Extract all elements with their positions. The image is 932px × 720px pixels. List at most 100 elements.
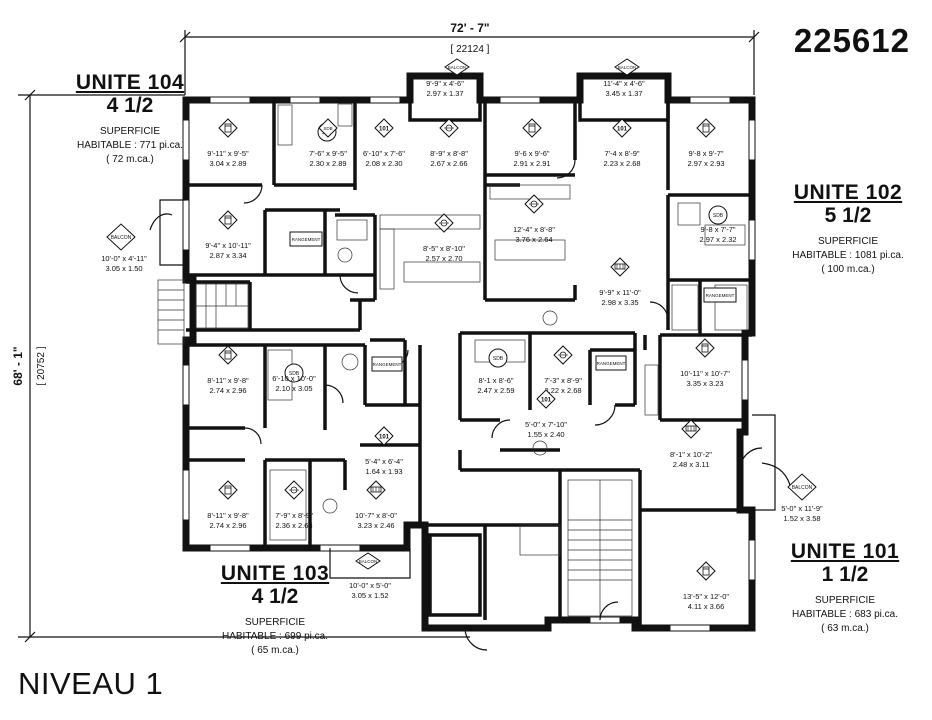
- svg-text:RANGEMENT: RANGEMENT: [292, 237, 321, 242]
- rangement-box-103: RANGEMENT: [371, 356, 403, 372]
- sdb-icon: SDB: [318, 118, 338, 138]
- unit-104-superficie: SUPERFICIE: [99, 126, 160, 137]
- svg-text:RANGEMENT: RANGEMENT: [373, 362, 402, 367]
- room-dim-imperial: 5'-0" x 11'-9": [781, 504, 823, 513]
- svg-text:101: 101: [379, 435, 390, 441]
- overall-depth-ft: 68' - 1": [11, 346, 25, 385]
- table-icon: [434, 213, 454, 233]
- room-label: 5'-0" x 11'-9"1.52 x 3.58: [781, 504, 823, 523]
- room-dim-metric: 2.48 x 3.11: [673, 460, 710, 469]
- unit-104-rooms: 4 1/2: [106, 94, 154, 117]
- room-dim-imperial: 10'-11" x 10'-7": [680, 369, 730, 378]
- room-label: 9'-8 x 7'-7"2.97 x 2.32: [699, 225, 736, 244]
- windows: [182, 96, 756, 632]
- room-dim-metric: 2.23 x 2.68: [603, 159, 640, 168]
- room-dim-imperial: 10'-7" x 8'-0": [355, 511, 397, 520]
- room-dim-imperial: 9'-6 x 9'-6": [514, 149, 549, 158]
- room-label: 7'-3" x 8'-9"2.22 x 2.68: [544, 345, 582, 395]
- room-label: 101 6'-10" x 7'-6"2.08 x 2.30: [363, 118, 405, 168]
- unit-103-rooms: 4 1/2: [251, 585, 299, 608]
- room-label: 8'-1" x 10'-2"2.48 x 3.11: [670, 419, 712, 469]
- room-dim-metric: 2.22 x 2.68: [544, 386, 581, 395]
- room-label: 8'-5" x 8'-10"2.57 x 2.70: [423, 213, 465, 263]
- room-dim-metric: 2.47 x 2.59: [477, 386, 514, 395]
- room-label: 8'-11" x 9'-8"2.74 x 2.96: [207, 480, 249, 530]
- svg-text:RANGEMENT: RANGEMENT: [706, 293, 735, 298]
- table-icon: [553, 345, 573, 365]
- unit-101-label: UNITE 101 1 1/2 SUPERFICIE HABITABLE : 6…: [765, 541, 925, 635]
- room-label: 101 5'-4" x 6'-4"1.64 x 1.93: [365, 426, 403, 476]
- room-dim-metric: 2.57 x 2.70: [425, 254, 462, 263]
- room-label: 8'-1 x 8'-6"2.47 x 2.59: [477, 376, 514, 395]
- svg-text:101: 101: [379, 127, 390, 133]
- level-title: NIVEAU 1: [18, 666, 164, 701]
- room-dim-metric: 2.87 x 3.34: [209, 251, 246, 260]
- room-dim-imperial: 13'-5" x 12'-0": [683, 592, 729, 601]
- room-dim-metric: 3.45 x 1.37: [605, 89, 642, 98]
- room-dim-metric: 1.52 x 3.58: [783, 514, 820, 523]
- unit-102-rooms: 5 1/2: [824, 204, 872, 227]
- room-dim-imperial: 10'-0" x 5'-0": [349, 581, 391, 590]
- room-dim-imperial: 8'-1 x 8'-6": [478, 376, 513, 385]
- room-label: 13'-5" x 12'-0"4.11 x 3.66: [683, 561, 729, 611]
- room-dim-metric: 2.97 x 2.32: [699, 235, 736, 244]
- room-dim-imperial: 11'-4" x 4'-6": [603, 79, 645, 88]
- room-dim-metric: 2.74 x 2.96: [209, 386, 246, 395]
- unit-103-name: UNITE 103: [220, 562, 330, 585]
- room-dim-metric: 2.97 x 1.37: [426, 89, 463, 98]
- room-label: 8'-11" x 9'-8"2.74 x 2.96: [207, 345, 249, 395]
- room-label: 11'-4" x 4'-6"3.45 x 1.37: [603, 79, 645, 98]
- room-label: 8'-9" x 8'-8"2.67 x 2.66: [430, 118, 468, 168]
- room-dim-imperial: 8'-1" x 10'-2": [670, 450, 712, 459]
- room-label: 9'-9" x 11'-0"2.98 x 3.35: [599, 257, 641, 307]
- sofa-icon: [366, 480, 386, 500]
- balcon-tag-north-east: BALCON: [614, 58, 640, 76]
- room-dim-imperial: 9'-11" x 9'-5": [207, 149, 249, 158]
- room-dim-imperial: 9'-4" x 10'-11": [205, 241, 251, 250]
- balcon-tag-east: BALCON: [787, 473, 817, 501]
- bed-icon: [218, 345, 238, 365]
- table-icon: [439, 118, 459, 138]
- room-dim-imperial: 7'-6" x 9'-5": [309, 149, 347, 158]
- room-label: 9'-9" x 4'-6"2.97 x 1.37: [426, 79, 464, 98]
- room-dim-metric: 2.10 x 3.05: [275, 384, 312, 393]
- svg-text:BALCON: BALCON: [618, 65, 637, 70]
- room-label: 6'-10 x 10'-0"2.10 x 3.05: [272, 374, 316, 393]
- unit-102-metric: ( 100 m.ca.): [821, 264, 875, 275]
- room-dim-metric: 3.05 x 1.50: [105, 264, 142, 273]
- room-dim-metric: 1.64 x 1.93: [365, 467, 402, 476]
- svg-text:SDB: SDB: [323, 126, 332, 131]
- room-dim-metric: 3.04 x 2.89: [209, 159, 246, 168]
- room-dim-metric: 1.55 x 2.40: [527, 430, 564, 439]
- room-dim-metric: 2.36 x 2.68: [275, 521, 312, 530]
- room-dim-imperial: 9'-9" x 11'-0": [599, 288, 641, 297]
- room-dim-imperial: 6'-10" x 7'-6": [363, 149, 405, 158]
- stairs-west: [157, 279, 249, 345]
- 101-icon: 101: [374, 426, 394, 446]
- overall-width-dimension: 72' - 7" [ 22124 ]: [179, 21, 760, 95]
- room-dim-metric: 2.08 x 2.30: [365, 159, 402, 168]
- room-dim-imperial: 6'-10 x 10'-0": [272, 374, 316, 383]
- doors: [243, 159, 763, 651]
- room-dim-metric: 3.76 x 2.64: [515, 235, 552, 244]
- table-icon: [284, 480, 304, 500]
- room-dim-imperial: 8'-11" x 9'-8": [207, 511, 249, 520]
- bed-icon: [695, 338, 715, 358]
- room-dim-metric: 3.05 x 1.52: [351, 591, 388, 600]
- room-dim-imperial: 9'-8 x 7'-7": [700, 225, 735, 234]
- unit-101-metric: ( 63 m.ca.): [821, 623, 869, 634]
- rangement-box-101: RANGEMENT: [595, 355, 627, 371]
- unit-101-name: UNITE 101: [790, 540, 900, 563]
- unit-101-habitable: HABITABLE : 683 pi.ca.: [792, 609, 898, 620]
- room-dim-imperial: 5'-4" x 6'-4": [365, 457, 403, 466]
- unit-101-superficie: SUPERFICIE: [814, 595, 875, 606]
- svg-text:SDB: SDB: [493, 356, 504, 362]
- room-label: 10'-0" x 4'-11"3.05 x 1.50: [101, 254, 147, 273]
- bed-icon: [522, 118, 542, 138]
- rangement-box-102: RANGEMENT: [703, 287, 737, 303]
- bed-icon: [696, 118, 716, 138]
- unit-102-name: UNITE 102: [793, 181, 903, 204]
